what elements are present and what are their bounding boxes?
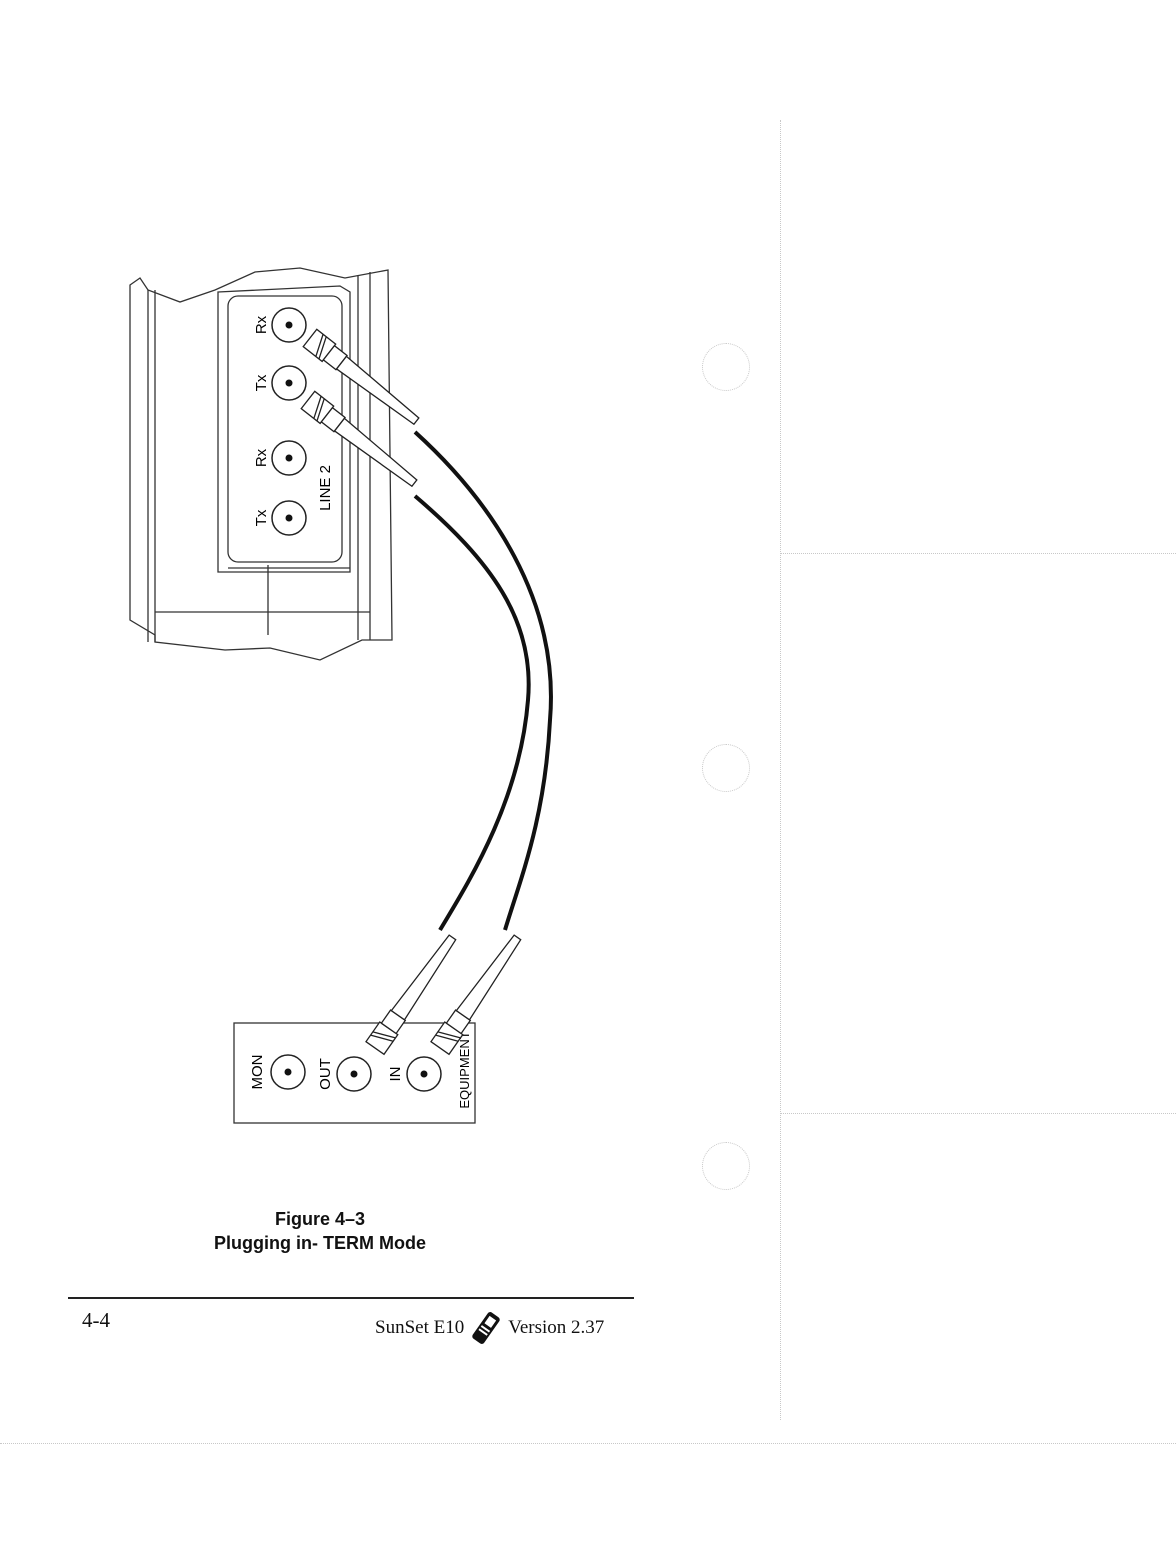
punch-hole	[702, 1142, 750, 1190]
version-text: Version 2.37	[508, 1317, 605, 1338]
jack-port-mon: MON	[249, 1054, 306, 1090]
figure-caption-title: Plugging in- TERM Mode	[214, 1233, 426, 1253]
product-name: SunSet E10	[375, 1317, 465, 1338]
page-number: 4-4	[82, 1308, 110, 1332]
equipment-label: EQUIPMENT	[457, 1031, 472, 1108]
punch-hole	[702, 744, 750, 792]
device-port-rx2: Rx	[253, 440, 307, 476]
device-port-rx1: Rx	[253, 307, 307, 343]
jack-port-in: IN	[387, 1056, 442, 1092]
port-label: IN	[387, 1067, 404, 1082]
binder-margin-line	[780, 120, 781, 1420]
device-port-tx1: Tx	[253, 365, 307, 401]
sunset-handset-icon	[472, 1312, 500, 1344]
divider-line	[780, 553, 1176, 554]
cable-connector-lower-2	[430, 934, 522, 1056]
cable-connector-lower-1	[365, 934, 457, 1056]
divider-line	[780, 1113, 1176, 1114]
cable-1	[413, 430, 553, 931]
cable-connector-upper-1	[302, 328, 420, 426]
device-port-tx2: Tx	[253, 500, 307, 536]
port-label: OUT	[317, 1058, 334, 1090]
cable-connector-upper-2	[300, 390, 418, 488]
footer-rule	[68, 1297, 634, 1299]
port-label: Tx	[253, 374, 270, 391]
port-label: Rx	[253, 448, 270, 467]
jack-port-out: OUT	[317, 1056, 372, 1092]
divider-line	[0, 1443, 1176, 1444]
footer-product-version: SunSet E10 Version 2.37	[375, 1310, 604, 1346]
port-label: Tx	[253, 509, 270, 526]
port-label: MON	[249, 1055, 266, 1090]
port-label: Rx	[253, 315, 270, 334]
line2-label: LINE 2	[317, 465, 334, 511]
punch-hole	[702, 343, 750, 391]
figure-caption-number: Figure 4–3	[274, 1209, 366, 1229]
cable-2	[413, 494, 531, 932]
